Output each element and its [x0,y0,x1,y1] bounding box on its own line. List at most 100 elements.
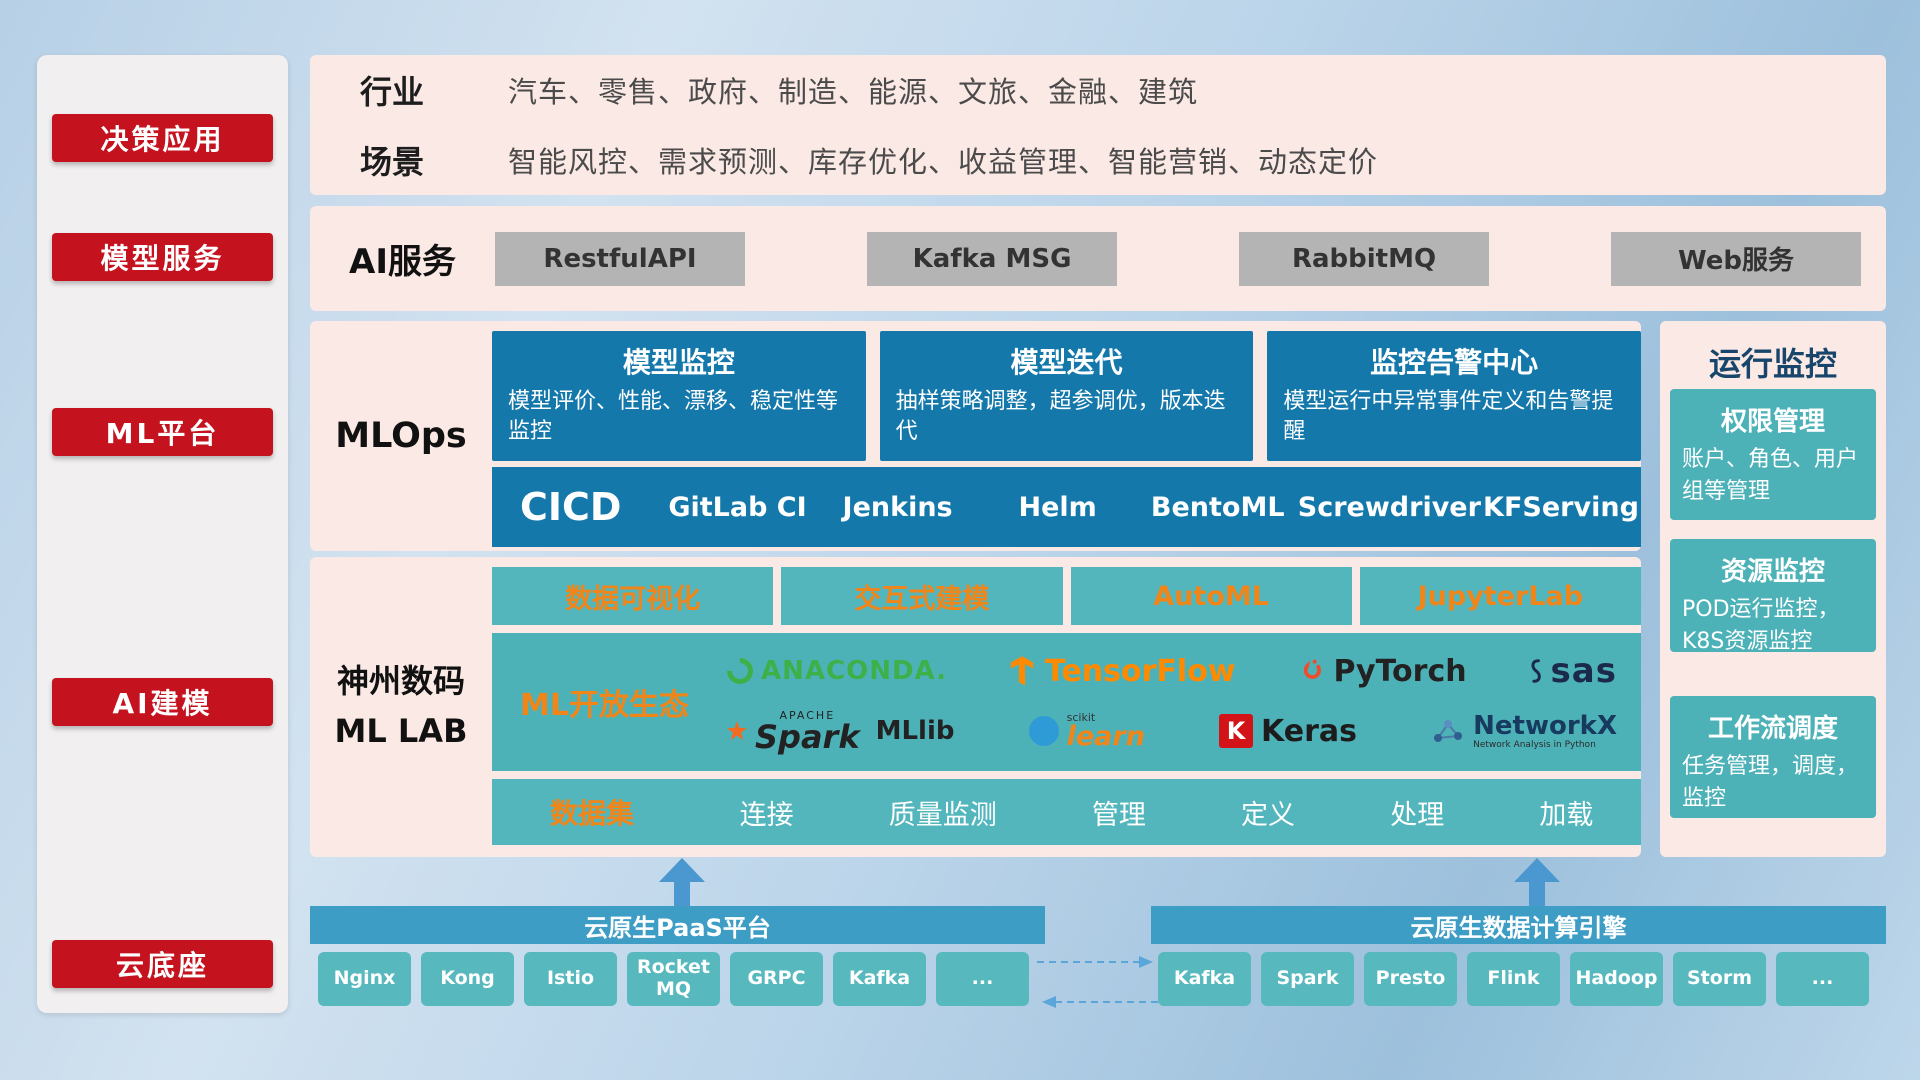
tensorflow-logo: TensorFlow [1007,654,1236,689]
dashed-arrow-right-icon [1037,956,1153,968]
paas-platform-title: 云原生PaaS平台 [584,913,771,942]
scenario-label: 场景 [360,143,425,181]
industry-label: 行业 [360,73,425,111]
model-iteration-desc: 抽样策略调整，超参调优，版本迭代 [895,389,1226,444]
kafka-msg-button[interactable]: Kafka MSG [867,231,1117,286]
resource-monitoring-title: 资源监控 [1720,557,1825,587]
ml-open-ecosystem-label: ML开放生态 [520,688,689,723]
scikit-learn-icon [1028,716,1059,747]
jupyterlab-button[interactable]: JupyterLab [1359,567,1641,625]
model-iteration-card[interactable]: 模型迭代 抽样策略调整，超参调优，版本迭代 [879,331,1254,461]
rail-item-decision-apps[interactable]: 决策应用 [52,114,273,162]
cicd-bar: CICD GitLab CI Jenkins Helm BentoML Scre… [492,467,1641,547]
dataset-item-manage[interactable]: 管理 [1091,799,1146,831]
mlops-panel: MLOps 模型监控 模型评价、性能、漂移、稳定性等监控 模型迭代 抽样策略调整… [310,321,1642,551]
mlops-content: 模型监控 模型评价、性能、漂移、稳定性等监控 模型迭代 抽样策略调整，超参调优，… [492,321,1642,551]
cicd-item-kfserving[interactable]: KFServing [1483,491,1639,523]
cicd-item-gitlab-ci[interactable]: GitLab CI [668,491,807,523]
resource-monitoring-card[interactable]: 资源监控 POD运行监控，K8S资源监控 [1670,539,1876,654]
web-service-button[interactable]: Web服务 [1611,231,1861,286]
engine-more-button[interactable]: ... [1776,952,1869,1006]
automl-button[interactable]: AutoML [1070,567,1352,625]
alert-center-card[interactable]: 监控告警中心 模型运行中异常事件定义和告警提醒 [1267,331,1642,461]
data-engine-bar: 云原生数据计算引擎 [1151,906,1886,944]
pytorch-logo: PyTorch [1295,654,1467,689]
hadoop-button[interactable]: Hadoop [1570,952,1663,1006]
model-monitoring-title: 模型监控 [622,346,735,379]
sas-logo: sas [1527,651,1617,691]
sas-icon [1531,659,1541,684]
cicd-item-jenkins[interactable]: Jenkins [842,491,953,523]
storm-button[interactable]: Storm [1673,952,1766,1006]
dataset-bar: 数据集 连接 质量监测 管理 定义 处理 加载 [492,779,1641,845]
model-iteration-title: 模型迭代 [1010,346,1123,379]
ml-lab-panel: 神州数码 ML LAB 数据可视化 交互式建模 AutoML JupyterLa… [310,557,1641,857]
data-engine-title: 云原生数据计算引擎 [1410,913,1627,942]
kafka-button[interactable]: Kafka [833,952,926,1006]
paas-more-button[interactable]: ... [936,952,1029,1006]
dataset-label: 数据集 [549,797,634,830]
dataset-item-connect[interactable]: 连接 [739,799,794,831]
rail-item-cloud-base[interactable]: 云底座 [52,940,273,988]
engine-kafka-button[interactable]: Kafka [1158,952,1251,1006]
dataset-item-load[interactable]: 加载 [1539,799,1594,831]
paas-platform-bar: 云原生PaaS平台 [310,906,1045,944]
industry-list: 汽车、零售、政府、制造、能源、文旅、金融、建筑 [508,75,1199,109]
spark-star-icon [727,721,747,741]
left-category-rail: 决策应用 模型服务 ML平台 AI建模 云底座 [37,55,288,1013]
nginx-button[interactable]: Nginx [318,952,411,1006]
grpc-button[interactable]: GRPC [730,952,823,1006]
tensorflow-icon [1010,656,1034,686]
cicd-item-bentoml[interactable]: BentoML [1150,491,1285,523]
dataset-items: 连接 质量监测 管理 定义 处理 加载 [692,793,1641,832]
presto-button[interactable]: Presto [1364,952,1457,1006]
dataset-item-define[interactable]: 定义 [1241,799,1296,831]
dataset-item-quality[interactable]: 质量监测 [888,799,997,831]
runtime-monitoring-panel: 运行监控 权限管理 账户、角色、用户组等管理 资源监控 POD运行监控，K8S资… [1660,321,1886,857]
alert-center-title: 监控告警中心 [1370,346,1539,379]
ecosystem-logos: ANACONDA. TensorFlow PyTorch [717,633,1641,771]
up-arrow-icon [1514,858,1560,906]
spark-mllib-logo: APACHE Spark MLlib [727,710,955,753]
rabbitmq-button[interactable]: RabbitMQ [1239,231,1489,286]
rail-item-model-service[interactable]: 模型服务 [52,233,273,281]
istio-button[interactable]: Istio [524,952,617,1006]
keras-logo: K Keras [1219,714,1357,749]
rocketmq-button[interactable]: RocketMQ [627,952,720,1006]
ai-service-panel: AI服务 RestfulAPI Kafka MSG RabbitMQ Web服务 [310,206,1886,311]
dashed-flow-arrows [1037,956,1158,1008]
paas-tech-buttons: Nginx Kong Istio RocketMQ GRPC Kafka ... [318,952,1029,1006]
rail-item-ai-modeling[interactable]: AI建模 [52,678,273,726]
scenario-line: 场景 智能风控、需求预测、库存优化、收益管理、智能营销、动态定价 [310,125,1886,195]
restfulapi-button[interactable]: RestfulAPI [495,231,745,286]
engine-tech-buttons: Kafka Spark Presto Flink Hadoop Storm ..… [1158,952,1869,1006]
interactive-modeling-button[interactable]: 交互式建模 [781,567,1063,625]
networkx-logo: NetworkX Network Analysis in Python [1431,712,1617,750]
keras-icon: K [1219,714,1254,749]
flink-button[interactable]: Flink [1467,952,1560,1006]
industry-scenario-panel: 行业 汽车、零售、政府、制造、能源、文旅、金融、建筑 场景 智能风控、需求预测、… [310,55,1886,195]
workflow-scheduling-card[interactable]: 工作流调度 任务管理，调度，监控 [1670,696,1876,818]
dataset-item-process[interactable]: 处理 [1390,799,1445,831]
permission-management-title: 权限管理 [1720,407,1825,437]
resource-monitoring-desc: POD运行监控，K8S资源监控 [1682,597,1840,654]
kong-button[interactable]: Kong [421,952,514,1006]
ml-lab-content: 数据可视化 交互式建模 AutoML JupyterLab ML开放生态 ANA… [492,557,1641,857]
cicd-item-helm[interactable]: Helm [1018,491,1097,523]
scenario-list: 智能风控、需求预测、库存优化、收益管理、智能营销、动态定价 [508,145,1379,179]
model-monitoring-card[interactable]: 模型监控 模型评价、性能、漂移、稳定性等监控 [492,331,866,461]
cicd-label: CICD [520,485,622,529]
ai-service-buttons: RestfulAPI Kafka MSG RabbitMQ Web服务 [495,231,1861,286]
dashed-arrow-left-icon [1042,996,1158,1008]
anaconda-icon [721,652,759,690]
spark-button[interactable]: Spark [1261,952,1354,1006]
data-visualization-button[interactable]: 数据可视化 [492,567,774,625]
permission-management-card[interactable]: 权限管理 账户、角色、用户组等管理 [1670,389,1876,520]
rail-item-ml-platform[interactable]: ML平台 [52,408,273,456]
scikit-learn-logo: scikit learn [1028,712,1145,750]
cicd-item-screwdriver[interactable]: Screwdriver [1297,491,1481,523]
permission-management-desc: 账户、角色、用户组等管理 [1682,447,1859,504]
pytorch-icon [1304,660,1322,680]
ml-lab-label-line1: 神州数码 [336,662,465,701]
